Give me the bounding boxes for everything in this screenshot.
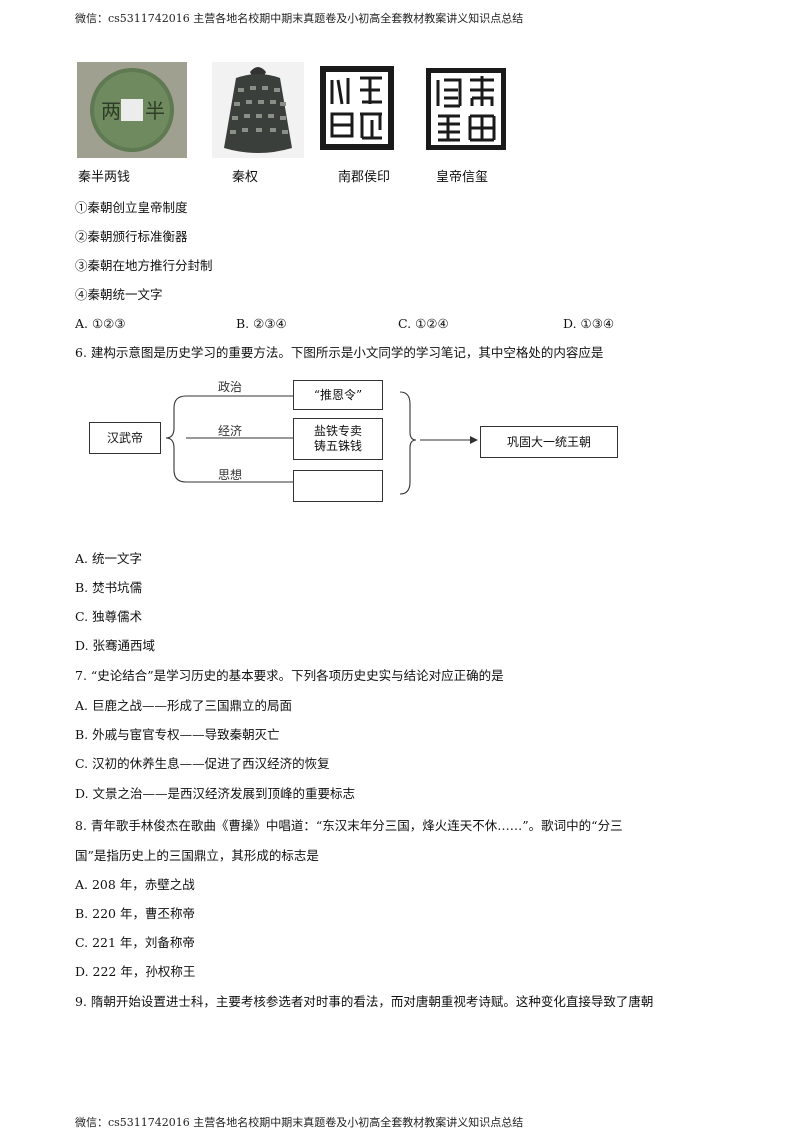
question-stem: 9. 隋朝开始设置进士科，主要考核参选者对时事的看法，而对唐朝重视考诗赋。这种变… [75,994,654,1009]
image-caption: 皇帝信玺 [436,170,489,185]
answer-option: A. ①②③ [75,316,126,331]
statement: ①秦朝创立皇帝制度 [75,200,188,215]
box-line: 铸五铢钱 [313,439,362,453]
diagram-result-box: 巩固大一统王朝 [480,426,618,458]
answer-option: B. 外戚与宦官专权——导致秦朝灭亡 [75,727,280,742]
branch-label: 思想 [218,468,243,482]
answer-option: B. 220 年，曹丕称帝 [75,906,195,921]
page-footer: 微信：cs5311742016 主营各地名校期中期末真题卷及小初高全套教材教案讲… [75,1116,524,1129]
branch-label: 政治 [218,380,243,394]
answer-option: C. 221 年，刘备称帝 [75,935,195,950]
answer-option: B. ②③④ [236,316,287,331]
question-stem: 7. “史论结合”是学习历史的基本要求。下列各项历史史实与结论对应正确的是 [75,668,504,683]
statement: ④秦朝统一文字 [75,287,163,302]
answer-option: A. 208 年，赤壁之战 [75,877,195,892]
answer-option: D. 张骞通西域 [75,638,156,653]
answer-option: A. 巨鹿之战——形成了三国鼎立的局面 [75,698,292,713]
image-caption: 南郡侯印 [338,170,391,185]
arrow-head [470,436,478,444]
answer-option: B. 焚书坑儒 [75,580,143,595]
image-caption: 秦权 [232,170,259,185]
answer-option: D. 222 年，孙权称王 [75,964,196,979]
branch-label: 经济 [218,424,243,438]
seal-image-huangdi [424,66,508,152]
answer-option: C. ①②④ [398,316,449,331]
statement: ②秦朝颁行标准衡器 [75,229,188,244]
svg-text:半: 半 [145,99,165,123]
statement: ③秦朝在地方推行分封制 [75,258,213,273]
box-line: 盐铁专卖 [313,424,362,438]
question-stem: 国”是指历史上的三国鼎立，其形成的标志是 [75,848,319,863]
answer-option: D. 文景之治——是西汉经济发展到顶峰的重要标志 [75,786,356,801]
svg-text:两: 两 [101,99,121,123]
diagram-box-politics: “推恩令” [293,380,383,410]
answer-option: C. 汉初的休养生息——促进了西汉经济的恢复 [75,756,330,771]
weight-image [212,62,304,158]
page-header: 微信：cs5311742016 主营各地名校期中期末真题卷及小初高全套教材教案讲… [75,12,524,25]
diagram-root-box: 汉武帝 [89,422,161,454]
diagram-box-economy: 盐铁专卖 铸五铢钱 [293,418,383,460]
coin-image: 两 半 [77,62,187,158]
seal-image-nanjun [318,64,396,152]
answer-option: C. 独尊儒术 [75,609,143,624]
image-caption: 秦半两钱 [78,170,131,185]
diagram-blank-box [293,470,383,502]
answer-option: A. 统一文字 [75,551,142,566]
answer-option: D. ①③④ [563,316,615,331]
question-stem: 6. 建构示意图是历史学习的重要方法。下图所示是小文同学的学习笔记，其中空格处的… [75,345,604,360]
question-stem: 8. 青年歌手林俊杰在歌曲《曹操》中唱道：“东汉末年分三国，烽火连天不休……”。… [75,818,623,833]
